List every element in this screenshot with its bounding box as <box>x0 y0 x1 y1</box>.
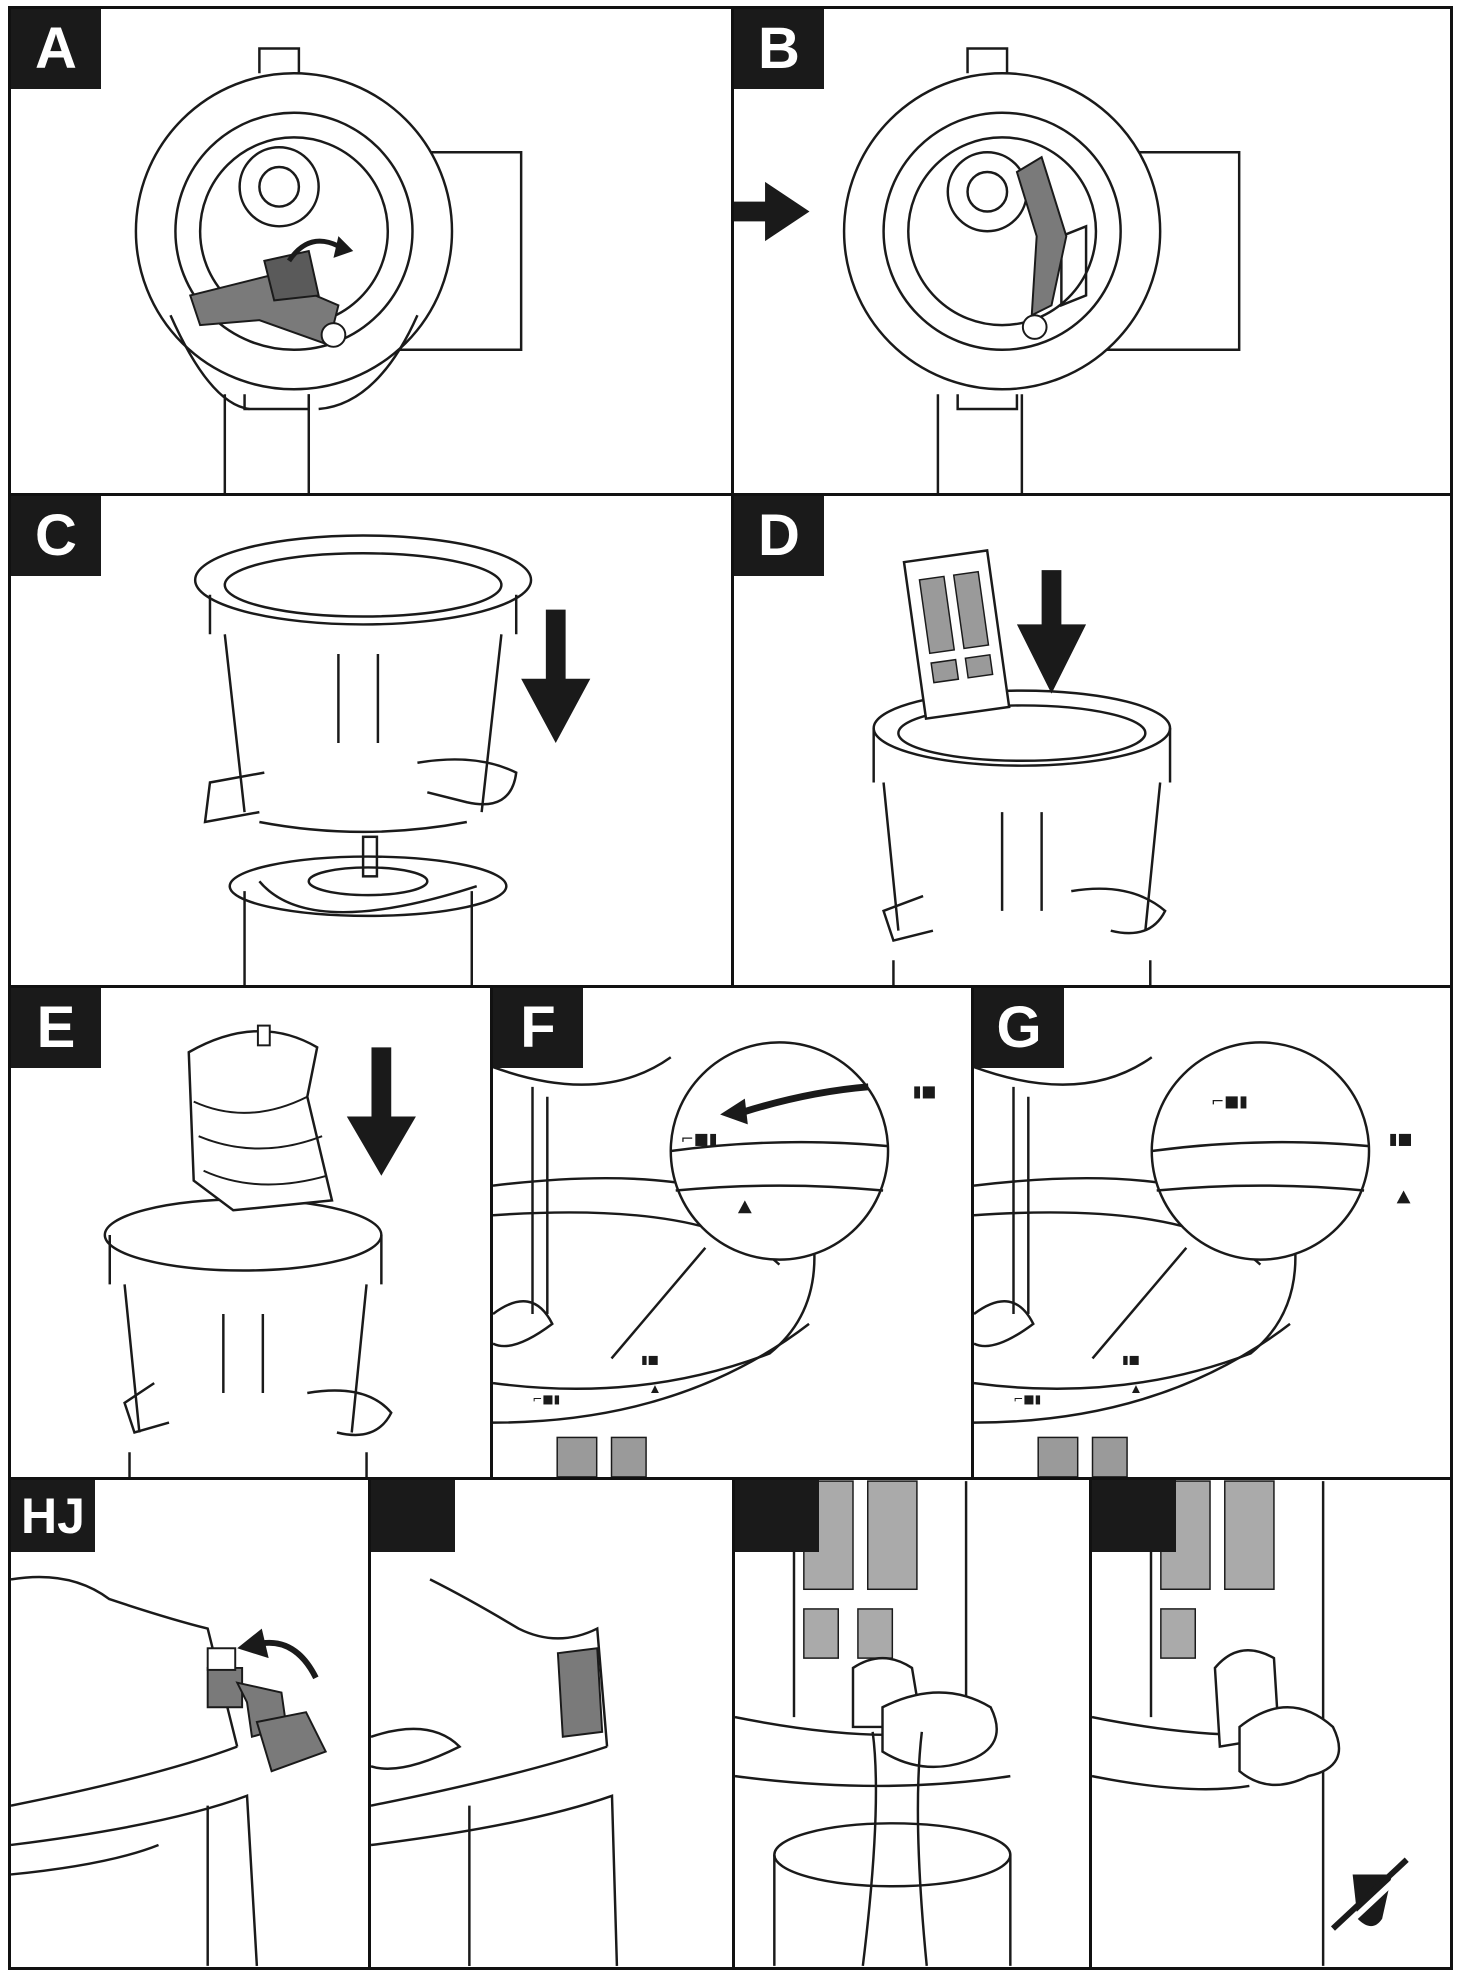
panel-label-g: G <box>974 988 1064 1068</box>
lock-icon: ▮■ <box>913 1082 937 1101</box>
panel-j <box>732 1477 1092 1970</box>
down-arrow-icon <box>1016 570 1087 694</box>
svg-text:▮■: ▮■ <box>641 1352 659 1366</box>
inserting-strainer <box>872 549 1172 985</box>
no-drip-icon <box>1330 1857 1414 1936</box>
panel-label-j <box>735 1480 819 1552</box>
panel-label-d: D <box>734 496 824 576</box>
panel-label-h: HJ <box>11 1480 95 1552</box>
juicer-top-view-latch-open <box>134 47 523 493</box>
panel-label-k <box>1092 1480 1176 1552</box>
auger-part <box>187 1024 334 1212</box>
opening-cap-latch <box>11 1575 328 1966</box>
svg-text:▮■: ▮■ <box>1122 1352 1140 1366</box>
juice-pouring-from-spout <box>735 1480 1012 1967</box>
spout-cap-closed <box>1092 1480 1414 1966</box>
panel-a: A <box>8 6 734 496</box>
svg-text:⌐■▮: ⌐■▮ <box>533 1392 561 1406</box>
svg-text:⌐■▮: ⌐■▮ <box>1014 1392 1042 1406</box>
panel-k <box>1089 1477 1453 1970</box>
triangle-marker-icon <box>737 1200 752 1214</box>
panel-f: F ▮■ ⌐■▮ ▮■ ⌐■▮ <box>490 985 974 1480</box>
cap-latch <box>556 1647 604 1738</box>
drip-stop-cap <box>1238 1706 1341 1787</box>
panel-c: C <box>8 493 734 988</box>
lid-locked-position: ⌐■▮ ▮■ ▮■ ⌐■▮ <box>974 1041 1413 1477</box>
panel-g: G ⌐■▮ ▮■ ▮■ ⌐■▮ <box>971 985 1453 1480</box>
panel-label-a: A <box>11 9 101 89</box>
placing-juice-bowl <box>193 534 591 985</box>
juicer-top-view-latch-closed <box>734 47 1241 493</box>
panel-e: E <box>8 985 493 1480</box>
panel-b: B <box>731 6 1453 496</box>
juice-stream <box>861 1731 928 1967</box>
drip-stop-cap <box>881 1691 998 1769</box>
triangle-marker-icon <box>1396 1190 1411 1204</box>
panel-label-e: E <box>11 988 101 1068</box>
lock-icon: ▮■ <box>1389 1129 1413 1148</box>
rotate-arrow-icon <box>286 238 340 263</box>
strainer-part <box>902 549 1011 721</box>
latch-lever <box>1015 155 1068 317</box>
panel-label-f: F <box>493 988 583 1068</box>
panel-label-c: C <box>11 496 101 576</box>
panel-i <box>368 1477 735 1970</box>
panel-label-i <box>371 1480 455 1552</box>
rotate-arrow-icon <box>261 1639 319 1680</box>
inserting-auger <box>103 1024 416 1477</box>
cap-latch <box>206 1666 328 1773</box>
right-arrow-icon <box>734 181 810 242</box>
down-arrow-icon <box>521 609 591 743</box>
rotate-arrow-icon <box>743 1083 869 1115</box>
unlock-icon: ⌐■▮ <box>681 1129 718 1148</box>
panel-label-b: B <box>734 9 824 89</box>
cap-latch-closed <box>371 1578 619 1967</box>
lid-unlocked-position: ▮■ ⌐■▮ ▮■ ⌐■▮ <box>493 1041 937 1477</box>
unlock-icon: ⌐■▮ <box>1211 1092 1248 1111</box>
panel-d: D <box>731 493 1453 988</box>
panel-h: HJ <box>8 1477 371 1970</box>
down-arrow-icon <box>346 1047 416 1176</box>
